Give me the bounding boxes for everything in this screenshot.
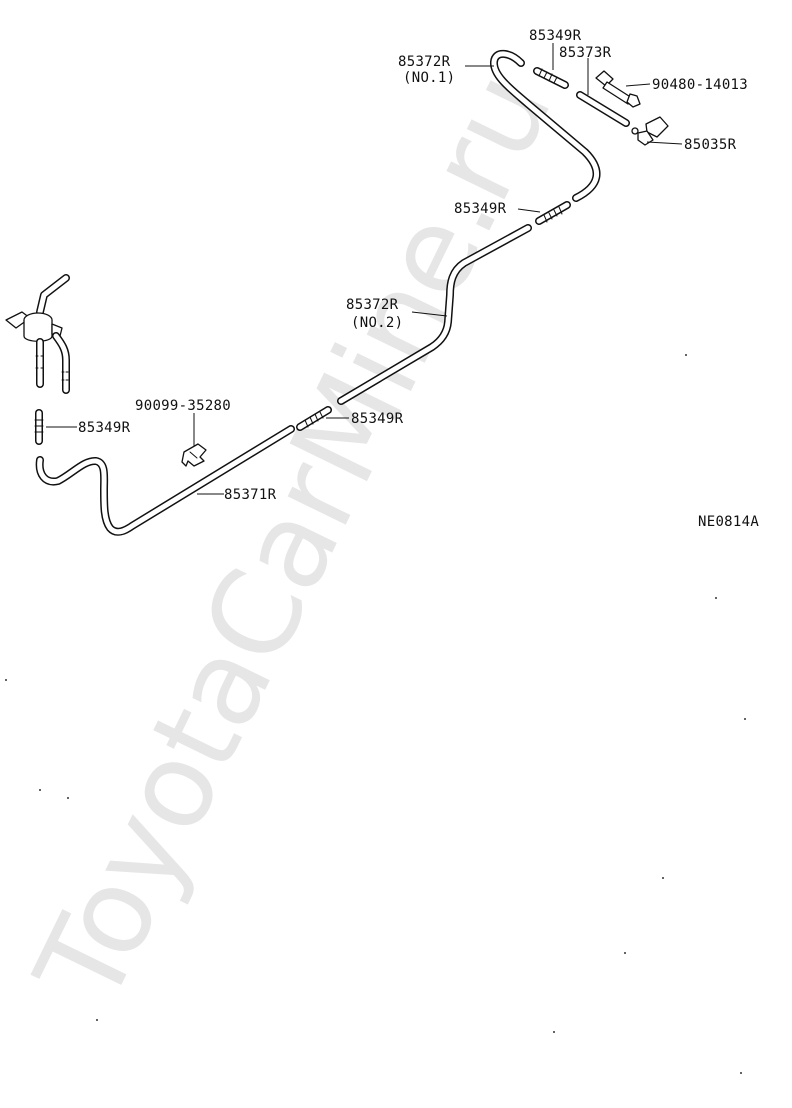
label-hose-no2-note: (NO.2): [351, 315, 403, 331]
hose-no2: [337, 224, 532, 405]
part-labels: 85372R (NO.1) 85349R 85373R 90480-14013 …: [78, 28, 759, 530]
valve-part: [631, 116, 669, 146]
diagram-code: NE0814A: [698, 514, 759, 530]
label-hose-no1-note: (NO.1): [403, 70, 455, 86]
clamp-lower-mid: [296, 406, 332, 431]
clamp-left: [34, 409, 44, 445]
fitting-part: [595, 70, 641, 108]
label-fitting: 90480-14013: [652, 77, 748, 93]
clip-part: [181, 443, 207, 467]
label-clamp-top: 85349R: [529, 28, 582, 44]
watermark-text: ToyotaCarMine.ru: [9, 52, 578, 1026]
label-clamp-left: 85349R: [78, 420, 131, 436]
label-hose-no2-part: 85372R: [346, 297, 399, 313]
label-clamp-lower-mid: 85349R: [351, 411, 404, 427]
label-hose-lower: 85371R: [224, 487, 277, 503]
scan-specks: [5, 354, 746, 1074]
label-hose-no1-part: 85372R: [398, 54, 451, 70]
canister-assembly: [5, 274, 71, 394]
hose-lower: [35, 425, 295, 536]
hose-small: [576, 91, 630, 127]
label-hose-small: 85373R: [559, 45, 612, 61]
clamp-top: [533, 67, 569, 89]
label-clip: 90099-35280: [135, 398, 231, 414]
label-clamp-upper-mid: 85349R: [454, 201, 507, 217]
label-valve: 85035R: [684, 137, 737, 153]
hose-no1: [490, 49, 601, 202]
leader-lines: [46, 43, 683, 495]
clamp-upper-mid: [535, 201, 571, 225]
